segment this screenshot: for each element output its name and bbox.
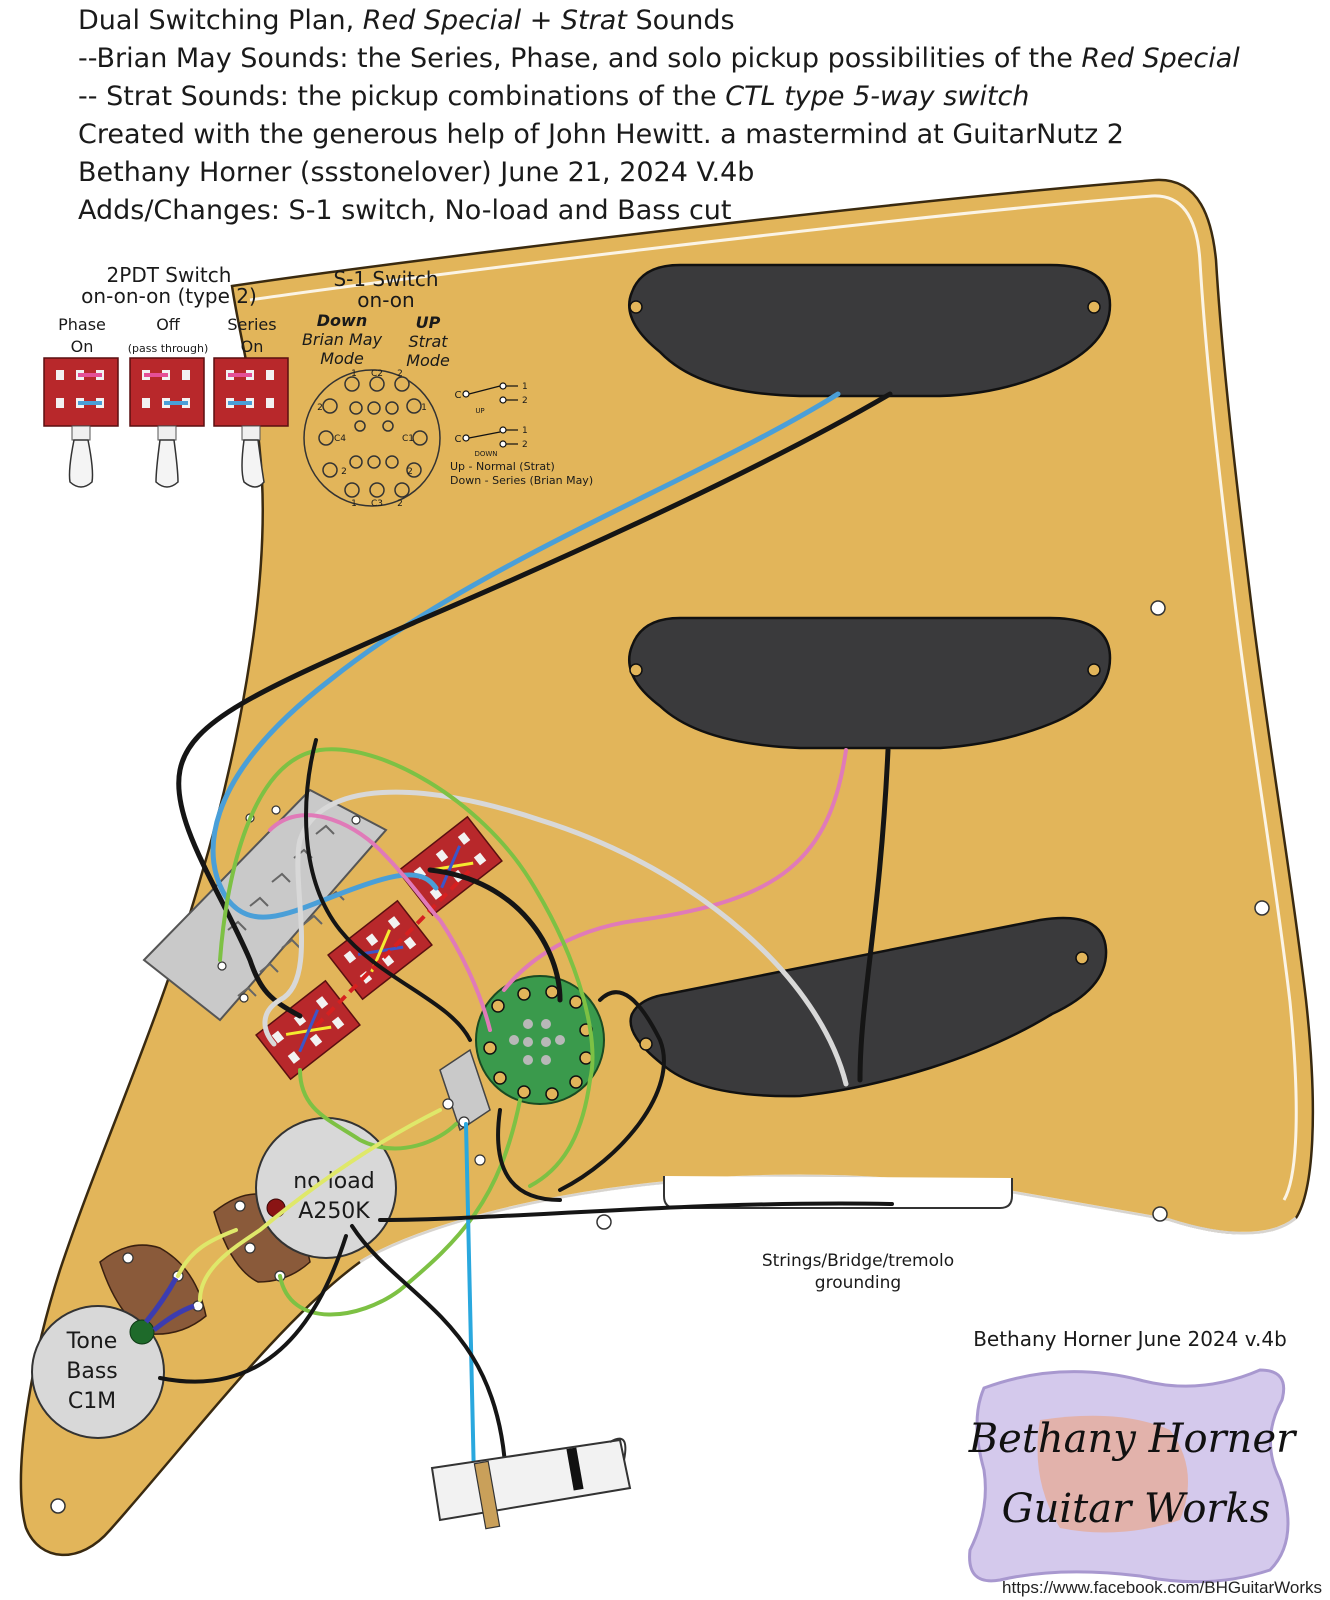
s1-pin-label: C2 [371,369,383,379]
s1-pin-diagram: 1 C2 2 C4 C1 2 1 2 2 1 C3 2 [303,369,441,509]
dpdt-series-diagram [213,357,289,488]
s1-pin-label: 2 [317,403,323,413]
header-line-credit: Created with the generous help of John H… [78,119,1124,150]
s1-schematic [462,382,518,448]
off-label: Off [156,315,181,334]
s1-pin-label: 1 [421,403,427,413]
tone-pot: Tone Bass C1M [31,1244,207,1439]
s1-pin-label: C4 [334,434,346,444]
dpdt-switch-2 [327,899,433,1001]
s1-c-label: C [455,390,462,401]
s1-title: S-1 Switch [333,267,438,291]
s1-pot [439,975,605,1166]
up-mode-label: Mode [406,351,450,370]
series-on-label: On [241,337,264,356]
logo-name: Bethany Horner [968,1416,1298,1462]
wires [158,391,894,1482]
dpdt-link [314,868,472,1028]
tone-pot-value: C1M [68,1389,116,1414]
cavity-notch [663,1176,1013,1209]
down-label: Down [317,311,367,330]
s1-legend-up: Up - Normal (Strat) [450,460,555,473]
tone-pot-label: Tone [66,1329,118,1354]
brian-may-label: Brian May [302,330,383,349]
s1-throw-label: 2 [522,440,528,450]
pickguard-edge-highlight [249,194,1298,1201]
credit-line: Bethany Horner June 2024 v.4b [973,1327,1287,1351]
s1-throw-label: 1 [522,426,528,436]
guitar-works-logo: Bethany Horner Guitar Works [968,1368,1298,1584]
logo-works: Guitar Works [1002,1486,1271,1532]
pass-through-label: (pass through) [128,342,209,355]
phase-label: Phase [58,315,106,334]
output-jack [430,1437,632,1530]
dpdt-subtitle: on-on-on (type 2) [81,284,257,308]
header-line-changes: Adds/Changes: S-1 switch, No-load and Ba… [78,195,732,226]
s1-pin-label: 1 [351,369,357,379]
down-mode-label: Mode [320,349,364,368]
s1-pin-label: 2 [397,499,403,509]
dpdt-title: 2PDT Switch [107,263,232,287]
up-label: UP [416,313,441,332]
bridge-pickup [629,916,1108,1098]
s1-subtitle: on-on [357,288,414,312]
s1-pin-label: C3 [371,499,383,509]
s1-pin-label: 2 [341,467,347,477]
middle-pickup [627,616,1112,750]
phase-on-label: On [71,337,94,356]
screw-holes [50,600,1270,1514]
facebook-url[interactable]: https://www.facebook.com/BHGuitarWorks [1002,1578,1322,1597]
dpdt-phase-diagram [43,357,119,488]
tone-pot-type: Bass [66,1359,118,1384]
strat-label: Strat [408,332,448,351]
header-line-strat: -- Strat Sounds: the pickup combinations… [78,81,1030,112]
s1-pin-label: 2 [407,467,413,477]
ground-label: Strings/Bridge/tremolo [762,1251,954,1271]
s1-throw-label: 2 [522,396,528,406]
ground-label-2: grounding [815,1273,901,1293]
s1-throw-label: 1 [522,382,528,392]
s1-pin-label: 1 [351,499,357,509]
s1-down-label: DOWN [474,450,497,458]
neck-pickup [627,263,1112,398]
s1-pin-label: 2 [397,369,403,379]
s1-up-label: UP [475,407,484,415]
diagram-title: Dual Switching Plan, Red Special + Strat… [78,5,735,36]
s1-legend-down: Down - Series (Brian May) [450,474,593,487]
dpdt-switch-1 [397,815,503,917]
s1-pin-label: C1 [402,434,414,444]
volume-pot-value: A250K [298,1199,370,1224]
header-line-brian-may: --Brian May Sounds: the Series, Phase, a… [78,43,1240,74]
s1-c-label: C [455,434,462,445]
dpdt-off-diagram [129,357,205,488]
header-line-author: Bethany Horner (ssstonelover) June 21, 2… [78,157,755,188]
series-label: Series [227,315,276,334]
